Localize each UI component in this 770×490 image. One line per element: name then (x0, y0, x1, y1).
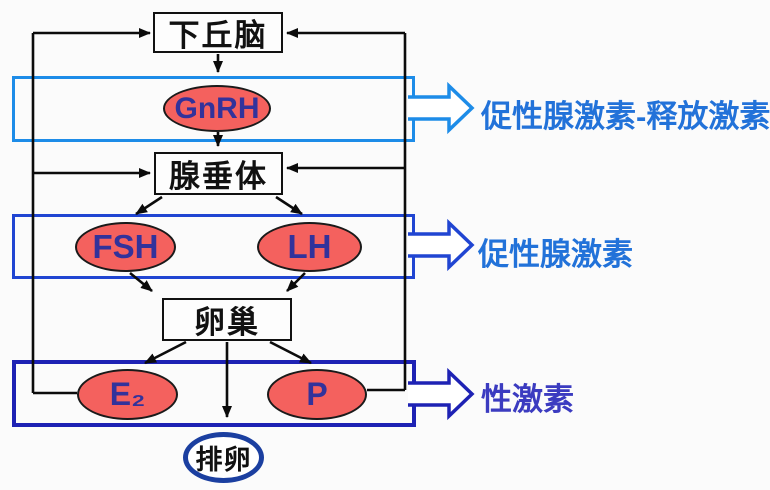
arrow-ovary-to-p (269, 340, 312, 365)
callout-arrows (408, 81, 475, 421)
node-hypothalamus: 下丘脑 (153, 12, 283, 53)
node-e2-label: E₂ (109, 376, 146, 412)
callout-arrow-gonadotropin (408, 218, 475, 272)
annotation-gnrh: 促性腺激素-释放激素 (481, 99, 770, 134)
node-ovulation: 排卵 (183, 432, 264, 483)
callout-arrow-gnrh (408, 81, 475, 135)
arrow-fsh-to-ovary (129, 271, 153, 293)
arrow-pituitary-to-fsh (135, 195, 163, 216)
annotation-gonadotropin: 促性腺激素 (478, 237, 633, 272)
node-ovary-label: 卵巢 (194, 305, 260, 340)
annotation-sex-hormone: 性激素 (481, 382, 574, 417)
arrow-pituitary-to-lh (275, 195, 303, 216)
arrow-lh-to-ovary (286, 272, 306, 292)
node-lh: LH (257, 222, 362, 272)
node-gnrh: GnRH (163, 85, 271, 132)
node-fsh: FSH (75, 222, 176, 272)
node-gnrh-label: GnRH (174, 91, 260, 125)
node-fsh-label: FSH (92, 228, 159, 265)
node-p: P (267, 369, 367, 420)
node-ovulation-label: 排卵 (195, 445, 252, 475)
node-ovary: 卵巢 (162, 298, 292, 341)
node-pituitary: 腺垂体 (154, 152, 283, 195)
node-hypothalamus-label: 下丘脑 (168, 18, 268, 53)
axis-arrows (129, 54, 312, 418)
node-lh-label: LH (287, 228, 332, 265)
arrow-ovary-to-e2 (144, 340, 187, 365)
node-e2: E₂ (77, 369, 178, 420)
node-p-label: P (306, 376, 328, 412)
feedback-lines (31, 28, 407, 395)
callout-arrow-sex-hormone (408, 367, 475, 421)
node-pituitary-label: 腺垂体 (169, 159, 268, 194)
